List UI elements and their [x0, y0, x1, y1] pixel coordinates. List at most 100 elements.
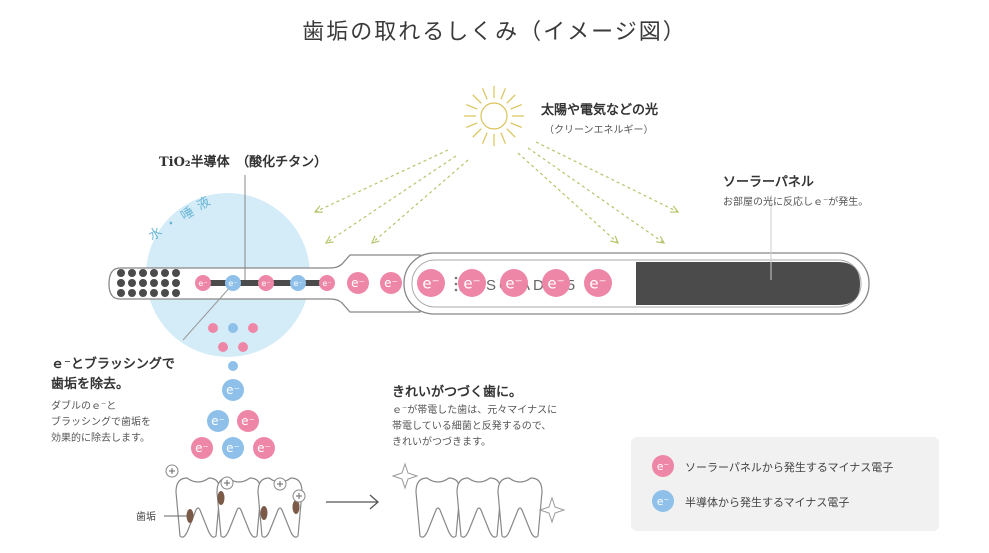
pink-electron-icon: e⁻: [195, 275, 211, 291]
bristle: [172, 279, 180, 287]
pink-electron-icon: e⁻: [258, 275, 274, 291]
pink-electron-icon: e⁻: [347, 272, 369, 294]
plaque-spot: [292, 500, 300, 514]
svg-text:e⁻: e⁻: [228, 279, 237, 288]
bristle: [161, 279, 169, 287]
electrons: e⁻e⁻e⁻e⁻e⁻e⁻e⁻e⁻e⁻e⁻e⁻e⁻e⁻e⁻e⁻e⁻e⁻e⁻: [191, 269, 612, 459]
bristle: [117, 279, 125, 287]
pink-electron-icon: e⁻: [500, 269, 528, 297]
solar-panel: [636, 262, 860, 305]
pink-electron-icon: [208, 323, 218, 333]
tooth-icon: [175, 477, 221, 538]
svg-text:e⁻: e⁻: [589, 274, 606, 292]
svg-text:e⁻: e⁻: [257, 441, 271, 455]
bristle: [117, 289, 125, 297]
tooth-icon: [257, 477, 303, 538]
bristle: [172, 269, 180, 277]
pink-electron-icon: e⁻: [380, 272, 402, 294]
svg-text:e⁻: e⁻: [226, 383, 240, 397]
pink-electron-icon: e⁻: [458, 269, 486, 297]
plus-icon: [273, 477, 287, 491]
bristle: [172, 289, 180, 297]
arrow-right-icon: [326, 494, 379, 510]
plus-icon: [165, 464, 179, 478]
svg-text:e⁻: e⁻: [211, 414, 225, 428]
sparkle-icon: [538, 496, 566, 524]
pink-electron-icon: e⁻: [584, 269, 612, 297]
blue-electron-icon: e⁻: [222, 379, 244, 401]
clean-heading: きれいがつづく歯に。: [392, 385, 523, 400]
bristle: [150, 269, 158, 277]
pink-electron-icon: e⁻: [417, 269, 445, 297]
teeth: [165, 464, 543, 538]
svg-text:e⁻: e⁻: [463, 274, 480, 292]
bristle: [150, 289, 158, 297]
bristle: [128, 289, 136, 297]
pink-electron-icon: [248, 323, 258, 333]
plaque-spot: [217, 491, 225, 505]
pink-electron-icon: e⁻: [191, 437, 213, 459]
blue-electron-icon: e⁻: [207, 410, 229, 432]
light-label: 太陽や電気などの光: [541, 103, 659, 118]
light-rays: [315, 141, 678, 243]
bristle: [139, 269, 147, 277]
bristle: [128, 279, 136, 287]
solar-description: お部屋の光に反応しｅ⁻が発生。: [723, 197, 869, 208]
blue-electron-icon: e⁻: [290, 275, 306, 291]
solar-label: ソーラーパネル: [723, 175, 814, 190]
pink-electron-icon: e⁻: [542, 269, 570, 297]
removal-body: ダブルのｅ⁻と ブラッシングで歯垢を 効果的に除去します。: [51, 401, 151, 444]
svg-text:e⁻: e⁻: [226, 441, 240, 455]
plaque-spot: [186, 509, 194, 523]
svg-text:e⁻: e⁻: [198, 279, 207, 288]
bristle: [128, 269, 136, 277]
pink-electron-icon: e⁻: [652, 455, 674, 477]
pink-electron-icon: e⁻: [253, 437, 275, 459]
svg-text:e⁻: e⁻: [657, 460, 670, 473]
pink-electron-icon: e⁻: [319, 275, 335, 291]
svg-text:e⁻: e⁻: [322, 279, 331, 288]
bristle: [117, 269, 125, 277]
svg-text:e⁻: e⁻: [384, 276, 398, 290]
tooth-icon: [456, 477, 502, 538]
tooth-icon: [497, 477, 543, 538]
pink-electron-icon: [218, 342, 228, 352]
svg-text:e⁻: e⁻: [261, 279, 270, 288]
removal-heading-1: ｅ⁻とブラッシングで: [51, 357, 175, 372]
pink-electron-icon: e⁻: [237, 410, 259, 432]
blue-electron-icon: e⁻: [652, 490, 674, 512]
bristle: [161, 269, 169, 277]
plus-icon: [220, 476, 234, 490]
bristle: [139, 279, 147, 287]
light-sublabel: （クリーンエネルギー）: [544, 125, 654, 136]
tooth-icon: [415, 477, 461, 538]
svg-text:e⁻: e⁻: [195, 441, 209, 455]
blue-electron-icon: [228, 323, 238, 333]
page-title: 歯垢の取れるしくみ（イメージ図）: [302, 20, 687, 45]
svg-text:e⁻: e⁻: [505, 274, 522, 292]
plaque-spot: [260, 506, 268, 520]
sun-icon: [464, 86, 524, 146]
blue-electron-icon: e⁻: [225, 275, 241, 291]
blue-electron-icon: e⁻: [222, 437, 244, 459]
svg-text:e⁻: e⁻: [657, 495, 670, 508]
plus-icon: [292, 489, 306, 503]
removal-leader: [182, 284, 233, 341]
bristle: [150, 279, 158, 287]
removal-heading-2: 歯垢を除去。: [51, 377, 130, 392]
legend-item-semiconductor: 半導体から発生するマイナス電子: [685, 496, 850, 509]
svg-text:e⁻: e⁻: [351, 276, 365, 290]
legend: e⁻ ソーラーパネルから発生するマイナス電子 e⁻ 半導体から発生するマイナス電…: [631, 437, 939, 531]
toothbrush: SCIADY 5: [108, 252, 870, 315]
bristle: [139, 289, 147, 297]
tio2-label: TiO₂半導体 （酸化チタン）: [159, 155, 328, 170]
pink-electron-icon: [238, 342, 248, 352]
plaque-label: 歯垢: [136, 512, 156, 523]
blue-electron-icon: [228, 361, 238, 371]
svg-text:e⁻: e⁻: [422, 274, 439, 292]
svg-text:e⁻: e⁻: [293, 279, 302, 288]
bristles: [117, 269, 180, 297]
bristle: [161, 289, 169, 297]
